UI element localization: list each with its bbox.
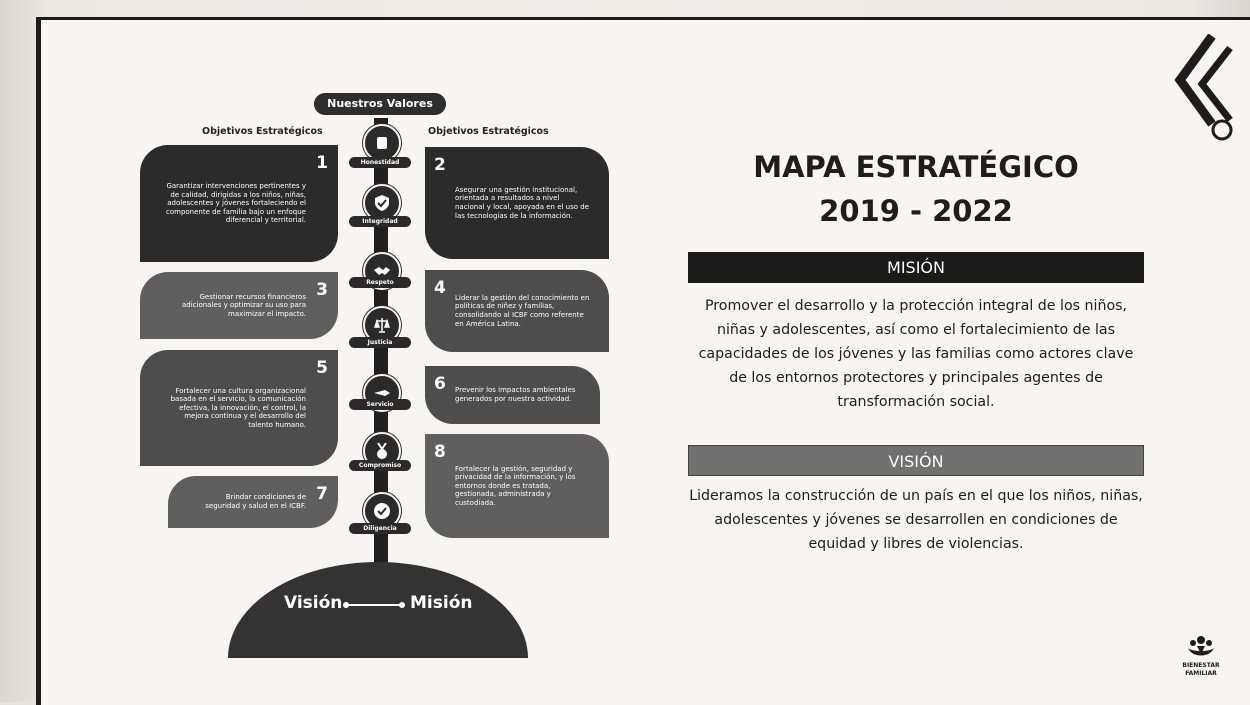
objective-text: Asegurar una gestión institucional, orie… <box>455 185 590 220</box>
family-logo-icon <box>1188 636 1214 656</box>
value-node-honestidad <box>363 124 401 162</box>
objective-text: Fortalecer una cultura organizacional ba… <box>170 386 306 429</box>
objective-text: Prevenir los impactos ambientales genera… <box>455 386 576 403</box>
chevron-logo-icon <box>1174 34 1233 141</box>
mision-heading: MISIÓN <box>688 252 1144 283</box>
integrity-shield-icon <box>375 195 389 211</box>
objective-5: 5 Fortalecer una cultura organizacional … <box>140 350 338 466</box>
base-mision-label: Misión <box>410 593 473 613</box>
objective-3: 3 Gestionar recursos financieros adicion… <box>140 272 338 339</box>
value-label-compromiso: Compromiso <box>349 460 411 471</box>
objective-4: 4 Liderar la gestión del conocimiento en… <box>425 270 609 352</box>
objective-text: Fortalecer la gestión, seguridad y priva… <box>455 464 576 507</box>
objective-text: Brindar condiciones de seguridad y salud… <box>205 493 306 510</box>
value-label-integridad: Integridad <box>349 216 411 227</box>
title-line-2: 2019 - 2022 <box>819 194 1013 228</box>
check-badge-icon <box>374 503 390 519</box>
service-icon <box>374 390 390 396</box>
value-label-justicia: Justicia <box>349 337 411 348</box>
objectives-heading-right: Objetivos Estratégicos <box>428 126 549 137</box>
value-label-diligencia: Diligencia <box>349 523 411 534</box>
vision-text: Lideramos la construcción de un país en … <box>689 488 1143 552</box>
objective-7: 7 Brindar condiciones de seguridad y sal… <box>168 476 338 528</box>
objective-text: Garantizar intervenciones pertinentes y … <box>166 182 306 225</box>
objective-8: 8 Fortalecer la gestión, seguridad y pri… <box>425 434 609 538</box>
mision-text: Promover el desarrollo y la protección i… <box>698 298 1134 410</box>
objective-text: Liderar la gestión del conocimiento en p… <box>455 293 590 328</box>
title-line-1: MAPA ESTRATÉGICO <box>753 150 1079 184</box>
objective-number: 2 <box>434 155 446 175</box>
value-label-servicio: Servicio <box>349 399 411 410</box>
objective-6: 6 Prevenir los impactos ambientales gene… <box>425 366 600 424</box>
tree-trunk <box>374 118 388 606</box>
logo-text-line-1: BIENESTAR <box>1182 662 1220 669</box>
honesty-icon <box>377 137 387 149</box>
objective-number: 1 <box>316 153 328 173</box>
logo-text-line-2: FAMILIAR <box>1185 670 1217 677</box>
handshake-icon <box>374 267 390 275</box>
values-banner: Nuestros Valores <box>314 93 446 115</box>
objective-number: 7 <box>316 484 328 504</box>
base-vision-label: Visión <box>284 593 343 613</box>
objective-text: Gestionar recursos financieros adicional… <box>181 292 306 318</box>
connector-dot <box>343 602 349 608</box>
vision-heading: VISIÓN <box>688 445 1144 476</box>
base-connector-line <box>346 604 402 606</box>
objectives-heading-left: Objetivos Estratégicos <box>202 126 323 137</box>
objective-1: 1 Garantizar intervenciones pertinentes … <box>140 145 338 262</box>
scales-icon <box>373 318 391 333</box>
objective-number: 5 <box>316 358 328 378</box>
objective-number: 6 <box>434 374 446 394</box>
objective-number: 8 <box>434 442 446 462</box>
medal-icon <box>377 442 387 459</box>
objective-2: 2 Asegurar una gestión institucional, or… <box>425 147 609 259</box>
value-label-honestidad: Honestidad <box>349 157 411 168</box>
objective-number: 4 <box>434 278 446 298</box>
objective-number: 3 <box>316 280 328 300</box>
value-label-respeto: Respeto <box>349 277 411 288</box>
connector-dot <box>399 602 405 608</box>
